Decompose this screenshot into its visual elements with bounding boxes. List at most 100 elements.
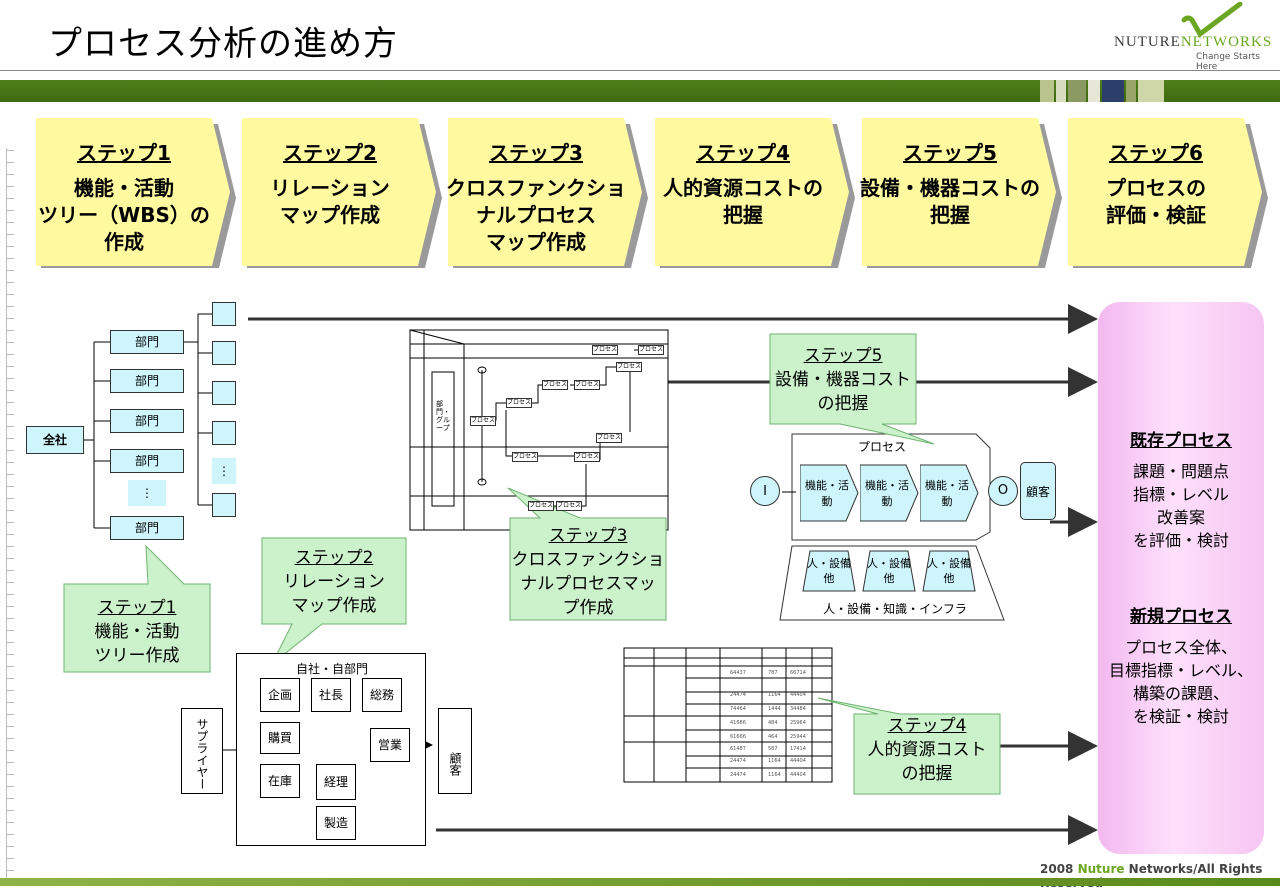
process-function-label: 機能・活動 [805,479,849,508]
svg-text:41686: 41686 [730,720,746,726]
step-2-l1: リレーション [270,176,390,200]
ruler-tick [6,642,14,643]
callout-shapes [63,333,1001,795]
svg-text:587: 587 [768,746,778,752]
process-resource-label: 人・設備他 [867,557,911,585]
step-4-title: ステップ4 [696,141,790,165]
process-function-shape [800,464,859,522]
svg-text:464: 464 [768,734,778,740]
wbs-leaf-2 [212,341,236,365]
svg-text:66714: 66714 [790,670,806,676]
ruler-tick [6,426,14,427]
header-band [0,80,1280,102]
ruler-tick [6,258,14,259]
step-1-l1: 機能・活動 [74,176,174,200]
ruler-tick [6,870,14,871]
ruler-tick [6,498,14,499]
result-new-body: プロセス全体、 目標指標・レベル、 構築の課題、 を検証・検討 [1098,636,1264,728]
svg-text:1444: 1444 [768,706,781,712]
step-6-l2: 評価・検証 [1106,203,1206,227]
svg-text:1164: 1164 [768,758,781,764]
callout-step2-l1: リレーション [283,572,385,592]
callout-step5-l2: の把握 [817,394,869,414]
relmap-inventory: 在庫 [260,764,300,798]
ruler-tick [6,558,14,559]
copyright-brand: Nuture [1077,862,1125,876]
wbs-leaf-4 [212,421,236,445]
cfpm-process-node: プロセス [512,452,538,462]
callout-step4-l2: の把握 [901,764,953,784]
ruler-tick [6,162,14,163]
ruler-tick [6,306,14,307]
page-title: プロセス分析の進め方 [48,24,398,64]
ruler-tick [6,462,14,463]
process-customer: 顧客 [1020,462,1056,520]
relmap-sales: 営業 [370,728,410,762]
cfpm-group-label: 部門・グループ [436,400,450,432]
callout-step3-l2: ナルプロセスマッ [520,574,656,594]
footer-band [0,878,1280,886]
svg-text:1164: 1164 [768,692,781,698]
process-function-label: 機能・活動 [865,479,909,508]
step-3-title: ステップ3 [489,141,583,165]
process-resource-shape [922,550,976,592]
ruler-tick [6,750,14,751]
ruler-tick [6,438,14,439]
ruler-tick [6,702,14,703]
step-3-l2: ナルプロセス [476,203,596,227]
step-arrow-5 [862,118,1062,268]
svg-text:787: 787 [768,670,778,676]
logo: NUTURENETWORKS [1114,34,1272,51]
callout-step2: ステップ2 リレーション マップ作成 [262,546,406,618]
wbs-leaf-3 [212,381,236,405]
svg-text:74464: 74464 [730,706,746,712]
wbs-leaf-1 [212,302,236,326]
ruler-tick [6,402,14,403]
callout-step1-title: ステップ1 [97,598,177,618]
process-resource-shape [802,550,856,592]
ruler-tick [6,294,14,295]
ruler-tick [6,198,14,199]
cfpm-process-node: プロセス [574,380,600,390]
wbs-tree-lines [84,313,212,529]
ruler-tick [6,606,14,607]
ruler-tick [6,270,14,271]
callout-step3-title: ステップ3 [548,526,628,546]
wbs-root: 全社 [26,426,84,454]
ruler-tick [6,246,14,247]
wbs-dept-2: 部門 [110,369,184,393]
wbs-dept-5: 部門 [110,516,184,540]
ruler-tick [6,366,14,367]
ruler-tick [6,630,14,631]
result-existing-line: 指標・レベル [1132,485,1229,504]
step-5-l1: 設備・機器コストの [860,176,1040,200]
callout-step2-title: ステップ2 [294,548,374,568]
ruler-tick [6,654,14,655]
ruler-tick [6,570,14,571]
ruler-tick [6,786,14,787]
svg-text:25964: 25964 [790,720,806,726]
ruler-tick [6,678,14,679]
cfpm-flow-lines [482,349,640,507]
ruler-tick [6,798,14,799]
relmap-president: 社長 [311,678,351,712]
step-6-l1: プロセスの [1106,176,1206,200]
wbs-dept-3: 部門 [110,409,184,433]
result-existing-line: を評価・検討 [1132,531,1229,550]
result-new-heading: 新規プロセス [1130,607,1232,627]
ruler-tick [6,858,14,859]
svg-text:24474: 24474 [730,692,746,698]
process-function-shape [860,464,919,522]
ruler-tick [6,714,14,715]
step-arrow-1 [36,118,236,268]
callout-step4-l1: 人的資源コスト [867,740,987,760]
process-input: I [750,476,780,506]
callout-step3: ステップ3 クロスファンクショ ナルプロセスマッ プ作成 [510,524,666,620]
logo-word1: NUTURE [1114,34,1181,50]
svg-text:24474: 24474 [730,772,746,778]
ruler-tick [6,486,14,487]
svg-text:25944: 25944 [790,734,806,740]
